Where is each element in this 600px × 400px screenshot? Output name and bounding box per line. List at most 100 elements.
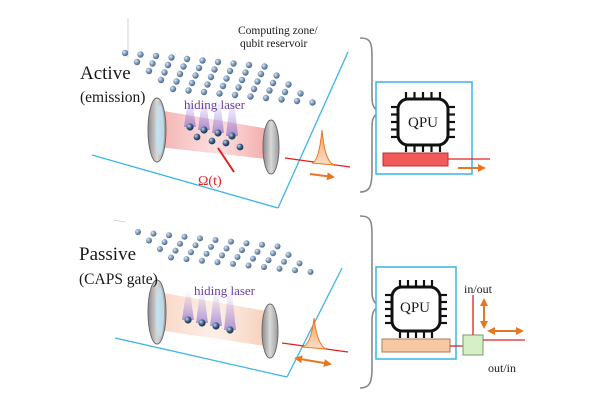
reservoir-atom [262, 94, 270, 102]
trapped-atom [186, 123, 194, 131]
hiding-laser-beam [198, 100, 210, 130]
reservoir-atom [231, 91, 239, 99]
plane-edge-bottom-bottom [114, 337, 288, 378]
omega-label: Ω(t) [198, 174, 222, 189]
reservoir-atom [219, 252, 225, 259]
photon-direction-arrow [309, 172, 335, 181]
reservoir-atom [247, 93, 254, 100]
plane-edge-top-left-bottom [112, 219, 126, 223]
trapped-atom [200, 126, 208, 134]
trapped-atoms [186, 123, 244, 151]
reservoir-atom [164, 61, 172, 69]
reservoir-atom [157, 76, 165, 84]
reservoir-atom [133, 58, 141, 66]
trapped-atom [208, 137, 216, 145]
hiding-laser-beam [212, 100, 224, 133]
photon-pulse [301, 317, 327, 350]
hiding-laser-beam [182, 292, 194, 320]
reservoir-atom [145, 67, 153, 75]
reservoir-atom [200, 88, 208, 96]
reservoir-atom [230, 260, 236, 267]
omega-drive-beam [217, 147, 235, 173]
reservoir-atom [161, 69, 168, 76]
reservoir-atom [250, 255, 256, 262]
reservoir-atom [238, 76, 246, 84]
hiding-laser-beam [210, 292, 222, 326]
reservoir-atom [281, 258, 287, 265]
reservoir-atom [245, 262, 252, 269]
reservoir-atom [185, 87, 192, 94]
reservoir-atom [168, 54, 175, 61]
cavity-mirror-right [262, 119, 280, 175]
mode-title-passive: Passive [79, 244, 136, 265]
reservoir-atom [180, 63, 187, 70]
trapped-atom [228, 132, 236, 140]
reservoir-atom [214, 58, 222, 66]
reservoir-atom [285, 251, 292, 258]
reservoir-atom [197, 235, 203, 242]
in-out-label: in/out [464, 282, 493, 296]
reservoir-atom [297, 90, 304, 97]
photon-pulse [311, 129, 335, 166]
reservoir-atom [203, 250, 210, 257]
reservoir-atom [188, 249, 194, 256]
plane-edge-bottom [91, 154, 279, 209]
trapped-atom [193, 133, 201, 141]
trapped-atom [212, 322, 220, 330]
reservoir-atom [285, 81, 292, 88]
reservoir-atom [168, 254, 174, 261]
plane-edge-right [277, 51, 349, 209]
reservoir-atom [172, 247, 179, 254]
reservoir-atom [243, 240, 250, 247]
qubit-reservoir-atoms [135, 229, 314, 275]
reservoir-atom [216, 90, 223, 97]
reservoir-atom [270, 250, 276, 257]
hiding-laser-beam [196, 292, 208, 323]
reservoir-atom [195, 64, 203, 72]
reservoir-atom [157, 246, 163, 252]
reservoir-atom [173, 78, 180, 85]
active-panel [91, 18, 490, 209]
reservoir-atom [234, 254, 241, 260]
mode-subtitle-passive: (CAPS gate) [79, 271, 158, 288]
reservoir-atom [242, 69, 249, 76]
reservoir-atom [166, 232, 172, 239]
reservoir-atom [199, 257, 205, 264]
reservoir-atom [204, 81, 211, 88]
reservoir-atom [149, 60, 156, 67]
hiding-laser-beams [182, 292, 236, 330]
reservoir-atom [226, 67, 234, 75]
out-in-label: out/in [488, 361, 516, 375]
reservoir-atom [261, 264, 267, 271]
qpu-label-passive: QPU [400, 300, 430, 316]
qpu-label-active: QPU [408, 115, 438, 131]
hiding-laser-label: hiding laser [194, 283, 256, 298]
reservoir-atom [121, 49, 129, 57]
mode-subtitle-active: (emission) [80, 89, 145, 106]
reservoir-atom [169, 85, 177, 93]
reservoir-atom [296, 260, 303, 267]
reservoir-atom [273, 72, 280, 79]
reservoir-atom [276, 265, 283, 272]
reservoir-atom [239, 247, 245, 254]
reservoir-atom [254, 248, 261, 255]
trapped-atom [226, 326, 234, 334]
reservoir-atom [307, 268, 314, 275]
reservoir-atom [265, 257, 272, 264]
mode-title-active: Active [80, 63, 131, 84]
switch-box [462, 334, 484, 356]
passive-panel [112, 215, 525, 389]
mirror-glow-left [156, 287, 164, 337]
qpu-interface-bar [381, 338, 451, 353]
reservoir-atom [137, 51, 144, 58]
reservoir-atom [274, 243, 281, 250]
reservoir-atom [199, 57, 206, 64]
reservoir-atom [281, 88, 289, 96]
reservoir-atom [192, 72, 199, 79]
reservoir-atom [309, 99, 316, 106]
reservoir-atom [183, 55, 191, 63]
reservoir-atom [259, 241, 265, 248]
qpu-chip-icon [391, 92, 455, 152]
cavity-mirror-right [261, 303, 279, 359]
